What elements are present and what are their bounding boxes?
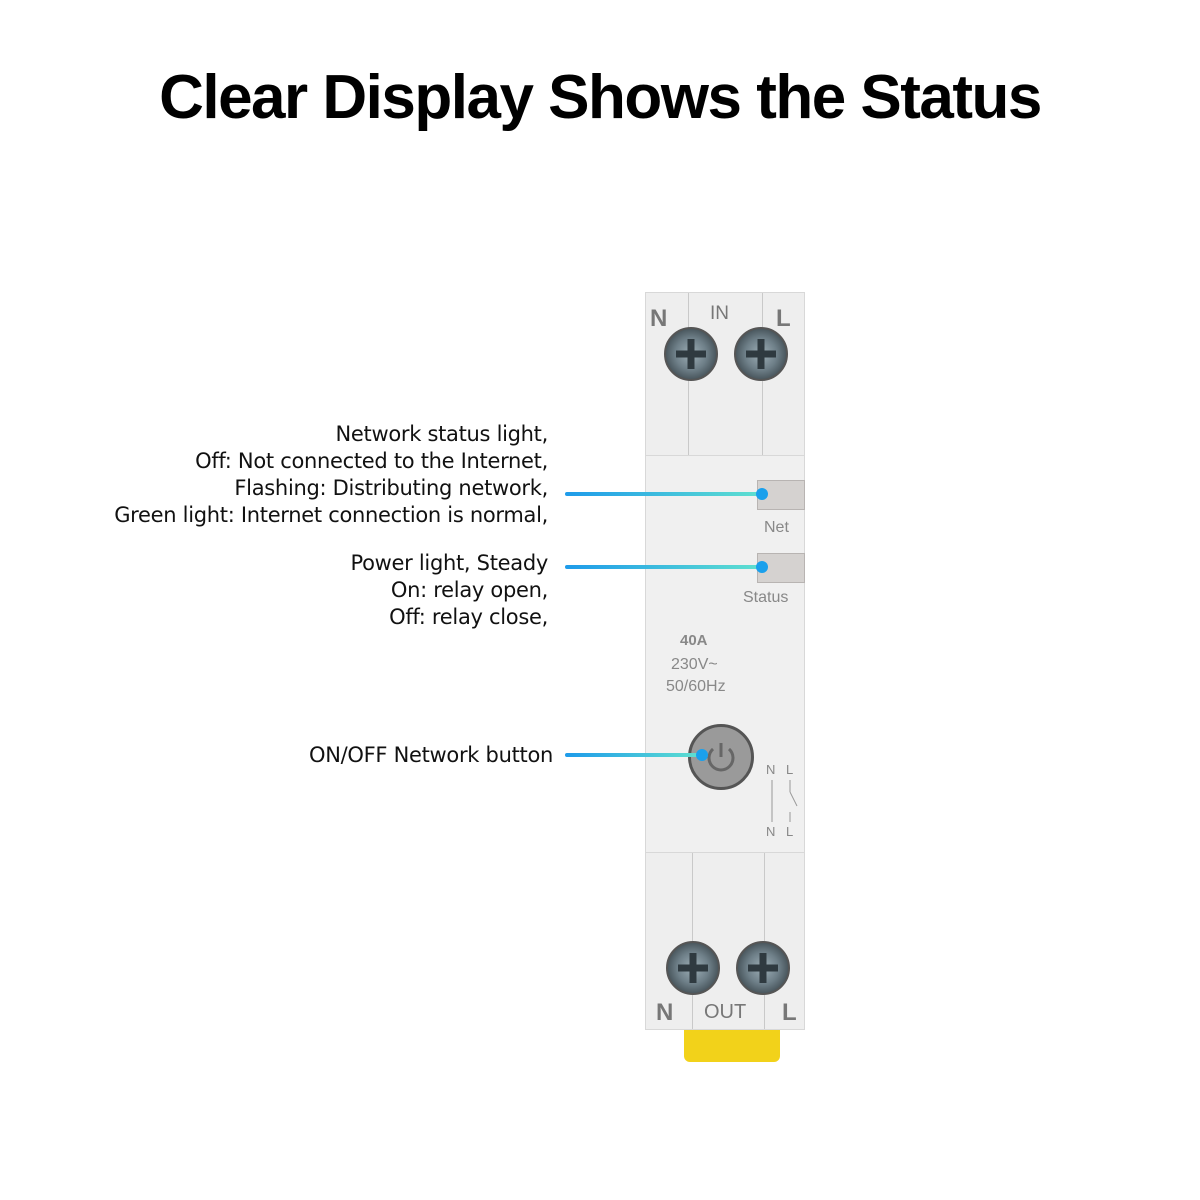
- pointer-dot: [756, 488, 768, 500]
- pointer-dot: [696, 749, 708, 761]
- terminal-label: IN: [710, 303, 729, 324]
- wiring-diagram-icon: [771, 780, 798, 822]
- terminal-label: OUT: [704, 1001, 747, 1023]
- page-title: Clear Display Shows the Status: [159, 63, 1042, 132]
- button-callout: ON/OFF Network button: [309, 743, 553, 767]
- net-label: Net: [764, 519, 789, 536]
- callout-line: Off: relay close,: [389, 605, 548, 629]
- diagram-label: N: [766, 762, 776, 777]
- callout-line: Power light, Steady: [350, 551, 549, 575]
- diagram-label: L: [786, 824, 794, 839]
- net-pointer-line: [565, 492, 762, 496]
- power-icon: [707, 743, 735, 772]
- button-pointer-line: [565, 753, 701, 757]
- screw-icon: [664, 327, 718, 381]
- net-light-callout: Network status light, Off: Not connected…: [114, 421, 548, 529]
- frequency-label: 50/60Hz: [666, 678, 726, 695]
- callout-line: Green light: Internet connection is norm…: [114, 503, 548, 527]
- pointer-dot: [756, 561, 768, 573]
- rating-label: 40A: [680, 632, 708, 649]
- callout-line: Flashing: Distributing network,: [234, 476, 548, 500]
- input-terminal-block: N IN L: [645, 292, 805, 456]
- output-terminal-block: N OUT L: [645, 852, 805, 1030]
- status-label: Status: [743, 589, 789, 606]
- power-light-callout: Power light, Steady On: relay open, Off:…: [350, 550, 549, 631]
- status-pointer-line: [565, 565, 762, 569]
- status-led: [757, 553, 805, 583]
- din-rail-clip: [684, 1030, 780, 1062]
- callout-line: On: relay open,: [390, 578, 548, 602]
- terminal-label: L: [776, 305, 791, 332]
- callout-line: Network status light,: [335, 422, 549, 446]
- voltage-label: 230V~: [671, 656, 718, 673]
- diagram-label: N: [766, 824, 776, 839]
- callout-line: Off: Not connected to the Internet,: [195, 449, 548, 473]
- front-panel: Net Status 40A 230V~ 50/60Hz N L N L: [645, 455, 805, 853]
- screw-icon: [736, 941, 790, 995]
- terminal-label: L: [782, 999, 797, 1026]
- terminal-label: N: [650, 305, 668, 332]
- screw-icon: [666, 941, 720, 995]
- terminal-label: N: [656, 999, 674, 1026]
- screw-icon: [734, 327, 788, 381]
- diagram-label: L: [786, 762, 794, 777]
